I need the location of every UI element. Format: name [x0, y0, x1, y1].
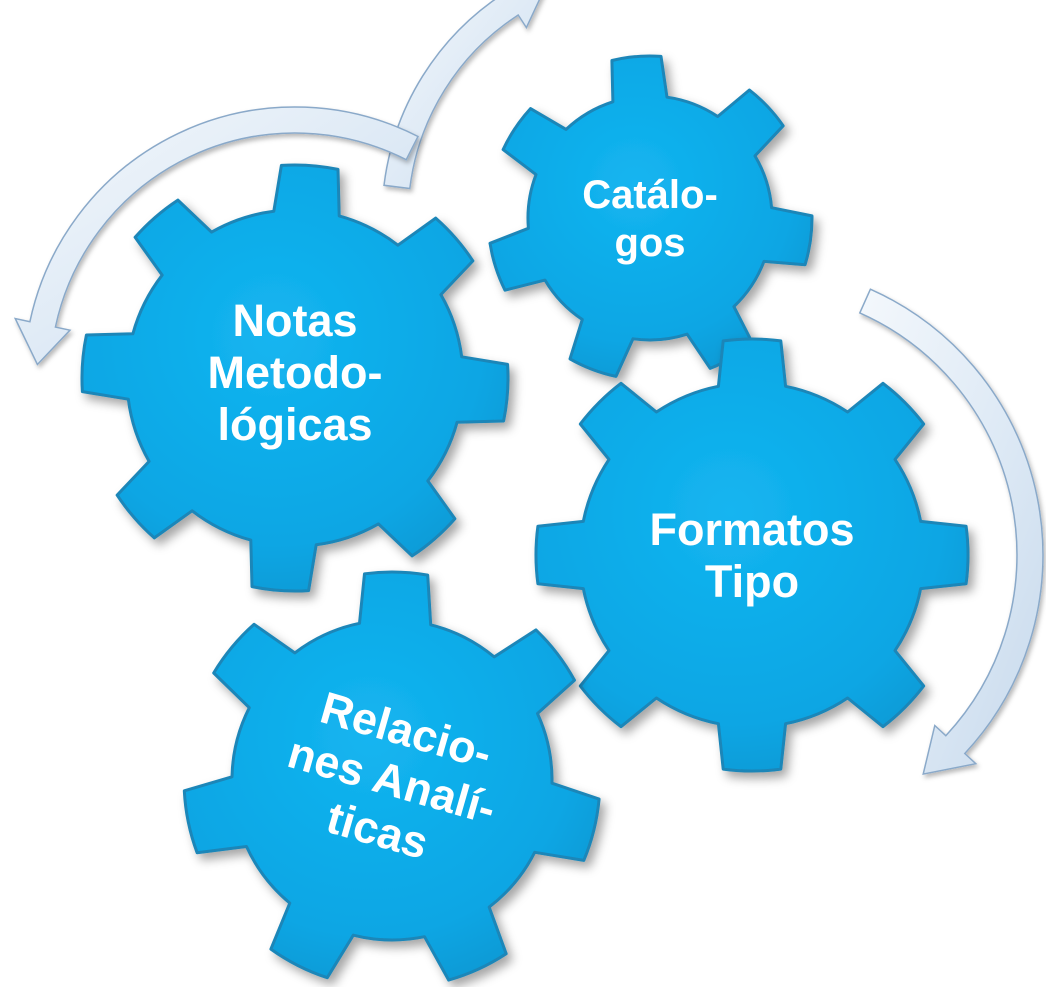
curved-arrow-icon-1: [383, 0, 541, 190]
curved-arrow-icon-3: [858, 288, 1044, 776]
gear-4: Relacio-nes Analí-ticas: [182, 570, 601, 982]
gear-icon: [182, 570, 601, 982]
gear-1: Catálo-gos: [488, 54, 814, 378]
gear-label-line: Formatos: [649, 504, 854, 555]
gear-label-line: Tipo: [705, 556, 799, 607]
gear-label-line: lógicas: [217, 399, 372, 450]
gear-label-line: Metodo-: [208, 347, 383, 398]
gear-icon: [80, 163, 510, 593]
gear-label-line: gos: [614, 221, 685, 265]
gear-label-1: Catálo-gos: [582, 173, 718, 265]
gear-label-line: Notas: [232, 295, 357, 346]
curved-arrow-icon-2: [13, 106, 420, 366]
gear-label-line: Catálo-: [582, 173, 718, 217]
arrows-layer: [13, 0, 1044, 776]
gear-icon: [534, 337, 970, 773]
